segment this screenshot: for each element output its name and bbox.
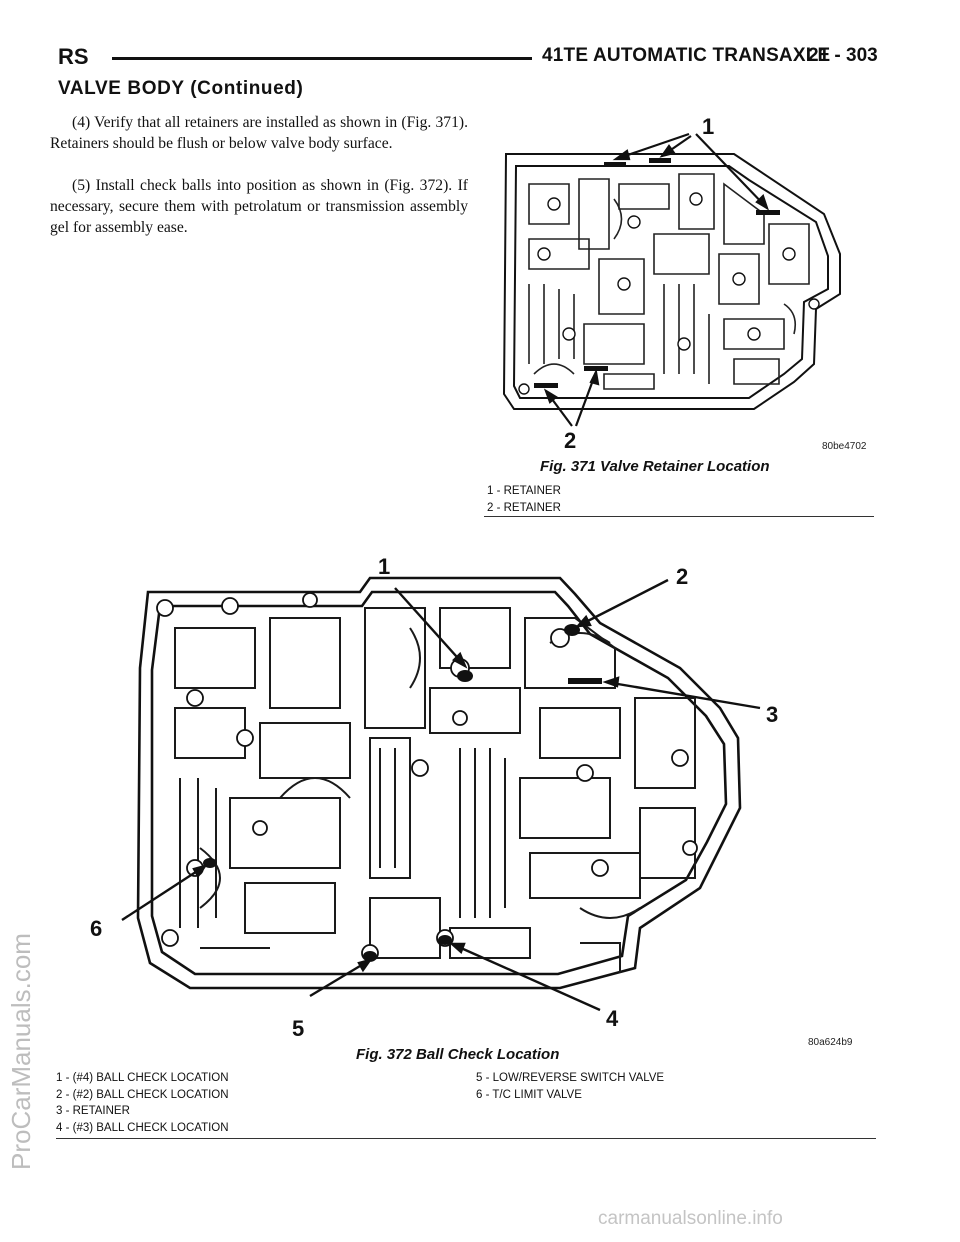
page-number: 21 - 303 xyxy=(808,45,878,66)
fig372-callout-2: 2 xyxy=(676,564,688,589)
fig371-code: 80be4702 xyxy=(822,441,867,452)
fig372-legend-item-1: 1 - (#4) BALL CHECK LOCATION xyxy=(56,1072,229,1084)
bottom-watermark: carmanualsonline.info xyxy=(598,1208,783,1229)
fig371-legend: 1 - RETAINER 2 - RETAINER xyxy=(487,483,561,516)
fig372-code: 80a624b9 xyxy=(808,1037,853,1048)
fig372-caption: Fig. 372 Ball Check Location xyxy=(356,1046,560,1063)
fig372-legend-item-6: 6 - T/C LIMIT VALVE xyxy=(476,1088,582,1101)
fig372-valve-body-diagram: 1 2 3 4 5 6 xyxy=(90,554,778,1041)
header-title: 41TE AUTOMATIC TRANSAXLE xyxy=(542,45,831,66)
fig372-rule xyxy=(56,1138,876,1139)
fig372-legend-item-5: 5 - LOW/REVERSE SWITCH VALVE xyxy=(476,1072,665,1084)
fig371-legend-item-2: 2 - RETAINER xyxy=(487,501,561,514)
fig371-rule xyxy=(484,516,874,517)
side-watermark: ProCarManuals.com xyxy=(6,933,36,1170)
fig371-legend-item-1: 1 - RETAINER xyxy=(487,485,561,497)
paragraph-step-5: (5) Install check balls into position as… xyxy=(50,177,468,236)
fig372-callout-5: 5 xyxy=(292,1016,304,1041)
header-section-code: RS xyxy=(58,44,89,69)
fig371-callout-2: 2 xyxy=(564,428,576,453)
fig372-legend-item-2: 2 - (#2) BALL CHECK LOCATION xyxy=(56,1088,229,1101)
fig372-legend-item-3: 3 - RETAINER xyxy=(56,1105,130,1117)
fig372-callout-6: 6 xyxy=(90,916,102,941)
fig372-callout-3: 3 xyxy=(766,702,778,727)
fig372-callout-1: 1 xyxy=(378,554,390,579)
fig372-callout-4: 4 xyxy=(606,1006,619,1031)
paragraph-step-4: (4) Verify that all retainers are instal… xyxy=(50,114,468,152)
fig372-legend-item-4: 4 - (#3) BALL CHECK LOCATION xyxy=(56,1121,229,1134)
fig371-valve-body-diagram: 1 2 xyxy=(502,114,841,453)
fig372-legend-right: 5 - LOW/REVERSE SWITCH VALVE 6 - T/C LIM… xyxy=(476,1070,664,1103)
fig371-caption: Fig. 371 Valve Retainer Location xyxy=(540,458,770,475)
section-title: VALVE BODY (Continued) xyxy=(58,78,304,99)
fig372-legend-left: 1 - (#4) BALL CHECK LOCATION 2 - (#2) BA… xyxy=(56,1070,229,1136)
fig371-callout-1: 1 xyxy=(702,114,714,139)
header-rule xyxy=(112,57,532,60)
